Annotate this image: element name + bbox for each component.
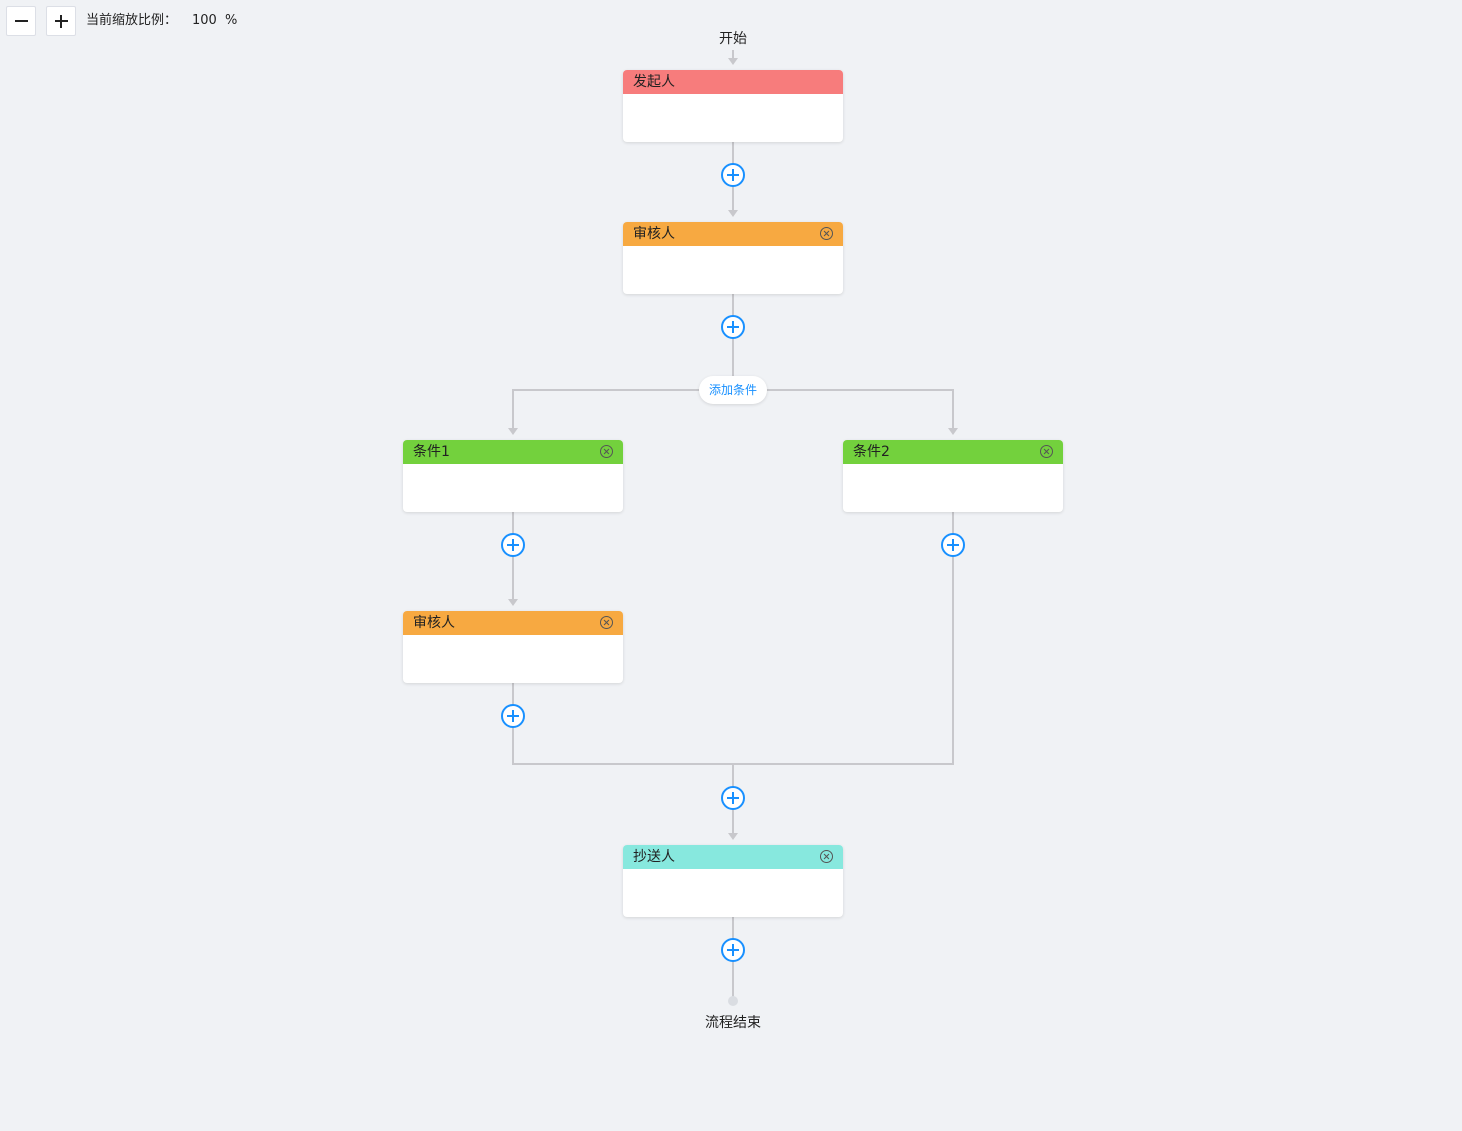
arrow-down-icon — [728, 833, 738, 840]
add-node-button[interactable] — [721, 786, 745, 810]
zoom-out-button[interactable] — [6, 6, 36, 36]
initiator-node[interactable]: 发起人 — [623, 70, 843, 142]
approver-node[interactable]: 审核人 — [623, 222, 843, 294]
arrow-down-icon — [508, 599, 518, 606]
zoom-label: 当前缩放比例： — [86, 13, 178, 28]
node-title: 抄送人 — [633, 849, 675, 865]
arrow-down-icon — [508, 428, 518, 435]
zoom-value: 100 — [192, 13, 217, 28]
node-title: 审核人 — [413, 615, 455, 631]
node-header: 发起人 — [623, 70, 843, 94]
arrow-down-icon — [728, 58, 738, 65]
node-title: 发起人 — [633, 74, 675, 90]
node-header: 审核人 — [403, 611, 623, 635]
node-header: 抄送人 — [623, 845, 843, 869]
node-title: 审核人 — [633, 226, 675, 242]
start-label: 开始 — [719, 31, 747, 47]
node-header: 条件2 — [843, 440, 1063, 464]
add-node-button[interactable] — [721, 163, 745, 187]
end-label: 流程结束 — [705, 1015, 761, 1031]
close-icon[interactable] — [1040, 445, 1053, 458]
node-title: 条件2 — [853, 444, 890, 460]
add-node-button[interactable] — [941, 533, 965, 557]
zoom-unit: % — [225, 13, 238, 28]
cc-node[interactable]: 抄送人 — [623, 845, 843, 917]
zoom-in-button[interactable] — [46, 6, 76, 36]
arrow-down-icon — [948, 428, 958, 435]
close-icon[interactable] — [820, 850, 833, 863]
add-node-button[interactable] — [501, 533, 525, 557]
condition-node-2[interactable]: 条件2 — [843, 440, 1063, 512]
add-node-button[interactable] — [501, 704, 525, 728]
add-node-button[interactable] — [721, 315, 745, 339]
node-header: 审核人 — [623, 222, 843, 246]
condition-node-1[interactable]: 条件1 — [403, 440, 623, 512]
close-icon[interactable] — [600, 445, 613, 458]
close-icon[interactable] — [600, 616, 613, 629]
node-title: 条件1 — [413, 444, 450, 460]
close-icon[interactable] — [820, 227, 833, 240]
node-header: 条件1 — [403, 440, 623, 464]
add-node-button[interactable] — [721, 938, 745, 962]
end-dot — [728, 996, 738, 1006]
add-condition-button[interactable]: 添加条件 — [699, 376, 767, 404]
arrow-down-icon — [728, 210, 738, 217]
approver-node[interactable]: 审核人 — [403, 611, 623, 683]
